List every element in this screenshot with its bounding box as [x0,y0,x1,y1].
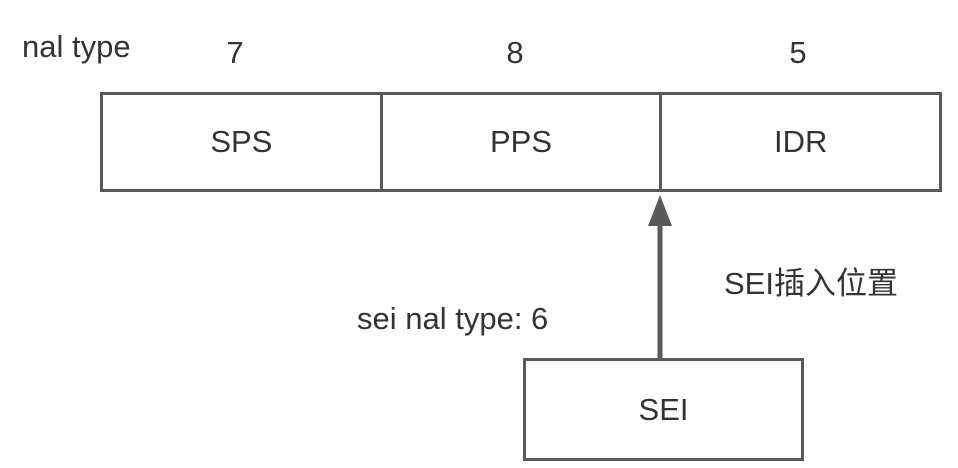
nal-unit-pps: PPS [379,95,660,189]
nal-unit-sps: SPS [210,124,273,159]
nal-type-label: nal type [22,29,131,64]
nal-unit-idr: IDR [659,95,939,189]
insert-arrow-head-icon [648,195,672,226]
nal-type-number-sps: 7 [226,35,244,70]
nal-type-number-idr: 5 [789,35,807,70]
nal-unit-sequence: SPS PPS IDR [100,92,942,192]
sei-unit-box: SEI [523,358,804,461]
sei-insert-position-label: SEI插入位置 [724,266,898,301]
nal-type-number-pps: 8 [506,35,524,70]
sei-nal-type-label: sei nal type: 6 [357,301,549,336]
